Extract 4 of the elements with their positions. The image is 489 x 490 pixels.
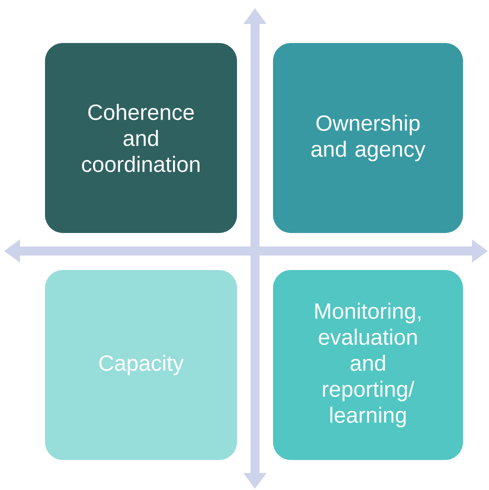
quadrant-box: Coherence and coordination [45, 43, 237, 233]
quadrant-box: Capacity [45, 270, 237, 460]
quadrant-box: Ownership and agency [273, 43, 463, 233]
quadrant-box: Monitoring, evaluation and reporting/ learning [273, 270, 463, 460]
